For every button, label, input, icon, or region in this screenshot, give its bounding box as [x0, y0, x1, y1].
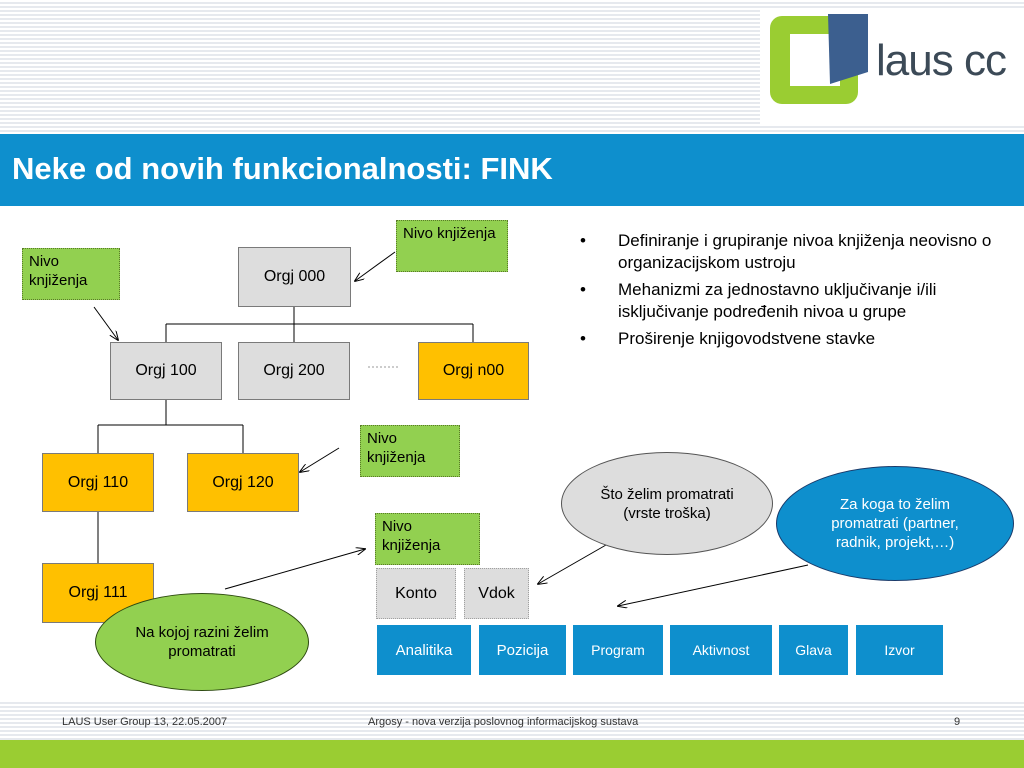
bullet-item: •Proširenje knjigovodstvene stavke — [580, 329, 876, 348]
bullet-item: •Mehanizmi za jednostavno uključivanje i… — [580, 280, 937, 321]
org-unit-200: Orgj 200 — [238, 342, 350, 400]
org-unit-100: Orgj 100 — [110, 342, 222, 400]
field-konto: Konto — [376, 568, 456, 619]
posting-level-callout: Nivo knjiženja — [22, 248, 120, 300]
posting-level-callout: Nivo knjiženja — [396, 220, 508, 272]
org-unit-000: Orgj 000 — [238, 247, 351, 307]
org-unit-110: Orgj 110 — [42, 453, 154, 512]
level-ellipse: Na kojoj razini želim promatrati — [95, 593, 309, 691]
field-vdok: Vdok — [464, 568, 529, 619]
field-glava: Glava — [778, 624, 849, 676]
field-analitika: Analitika — [376, 624, 472, 676]
logo — [760, 8, 1024, 126]
cost-type-ellipse: Što želim promatrati (vrste troška) — [561, 452, 773, 555]
org-unit-n00: Orgj n00 — [418, 342, 529, 400]
page-number: 9 — [954, 716, 961, 728]
footer-stripes — [0, 700, 1024, 740]
bullet-list: •Definiranje i grupiranje nivoa knjiženj… — [576, 230, 996, 355]
footer-center: Argosy - nova verzija poslovnog informac… — [368, 716, 639, 728]
field-program: Program — [572, 624, 664, 676]
title-bar — [0, 134, 1024, 206]
org-unit-120: Orgj 120 — [187, 453, 299, 512]
field-aktivnost: Aktivnost — [669, 624, 773, 676]
field-pozicija: Pozicija — [478, 624, 567, 676]
logo-text: laus cc — [876, 36, 1007, 85]
page-title: Neke od novih funkcionalnosti: FINK — [12, 151, 553, 186]
logo-icon — [770, 14, 868, 104]
posting-level-callout: Nivo knjiženja — [375, 513, 480, 565]
partner-ellipse: Za koga to želim promatrati (partner, ra… — [776, 466, 1014, 581]
field-izvor: Izvor — [855, 624, 944, 676]
posting-level-callout: Nivo knjiženja — [360, 425, 460, 477]
footer-bar — [0, 740, 1024, 768]
bullet-item: •Definiranje i grupiranje nivoa knjiženj… — [580, 231, 992, 272]
footer-left: LAUS User Group 13, 22.05.2007 — [62, 716, 228, 728]
